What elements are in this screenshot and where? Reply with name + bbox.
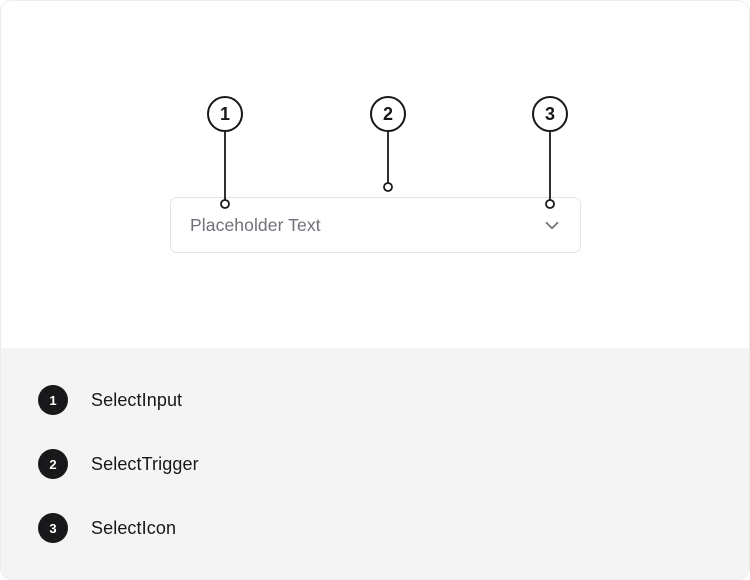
legend-badge-1-number: 1	[49, 392, 57, 408]
component-preview-panel: Placeholder Text 1 2	[1, 1, 749, 348]
callout-marker-3: 3	[532, 96, 568, 132]
select-trigger[interactable]: Placeholder Text	[171, 198, 580, 252]
legend-label-selectinput: SelectInput	[91, 389, 183, 410]
legend-badge-3: 3	[38, 513, 68, 543]
select-input[interactable]: Placeholder Text	[170, 197, 581, 253]
legend-label-selecttrigger: SelectTrigger	[91, 453, 199, 474]
legend-badge-2-number: 2	[49, 456, 57, 472]
callout-marker-1-number: 1	[219, 104, 230, 124]
chevron-down-icon[interactable]	[541, 214, 563, 236]
legend-item-selecttrigger: 2 SelectTrigger	[38, 449, 199, 479]
anatomy-legend-panel: 1 SelectInput 2 SelectTrigger 3 SelectIc…	[1, 348, 749, 579]
legend-badge-3-number: 3	[49, 520, 57, 536]
legend-item-selectinput: 1 SelectInput	[38, 385, 199, 415]
callout-leader-lines	[220, 132, 555, 209]
legend-badge-1: 1	[38, 385, 68, 415]
select-placeholder-text: Placeholder Text	[190, 214, 321, 235]
legend-label-selecticon: SelectIcon	[91, 517, 177, 538]
callout-marker-2: 2	[370, 96, 406, 132]
callout-marker-3-number: 3	[544, 104, 555, 124]
callout-marker-2-number: 2	[382, 104, 393, 124]
legend-item-selecticon: 3 SelectIcon	[38, 513, 199, 543]
callout-marker-1: 1	[207, 96, 243, 132]
legend-badge-2: 2	[38, 449, 68, 479]
anatomy-legend-list: 1 SelectInput 2 SelectTrigger 3 SelectIc…	[38, 385, 199, 543]
